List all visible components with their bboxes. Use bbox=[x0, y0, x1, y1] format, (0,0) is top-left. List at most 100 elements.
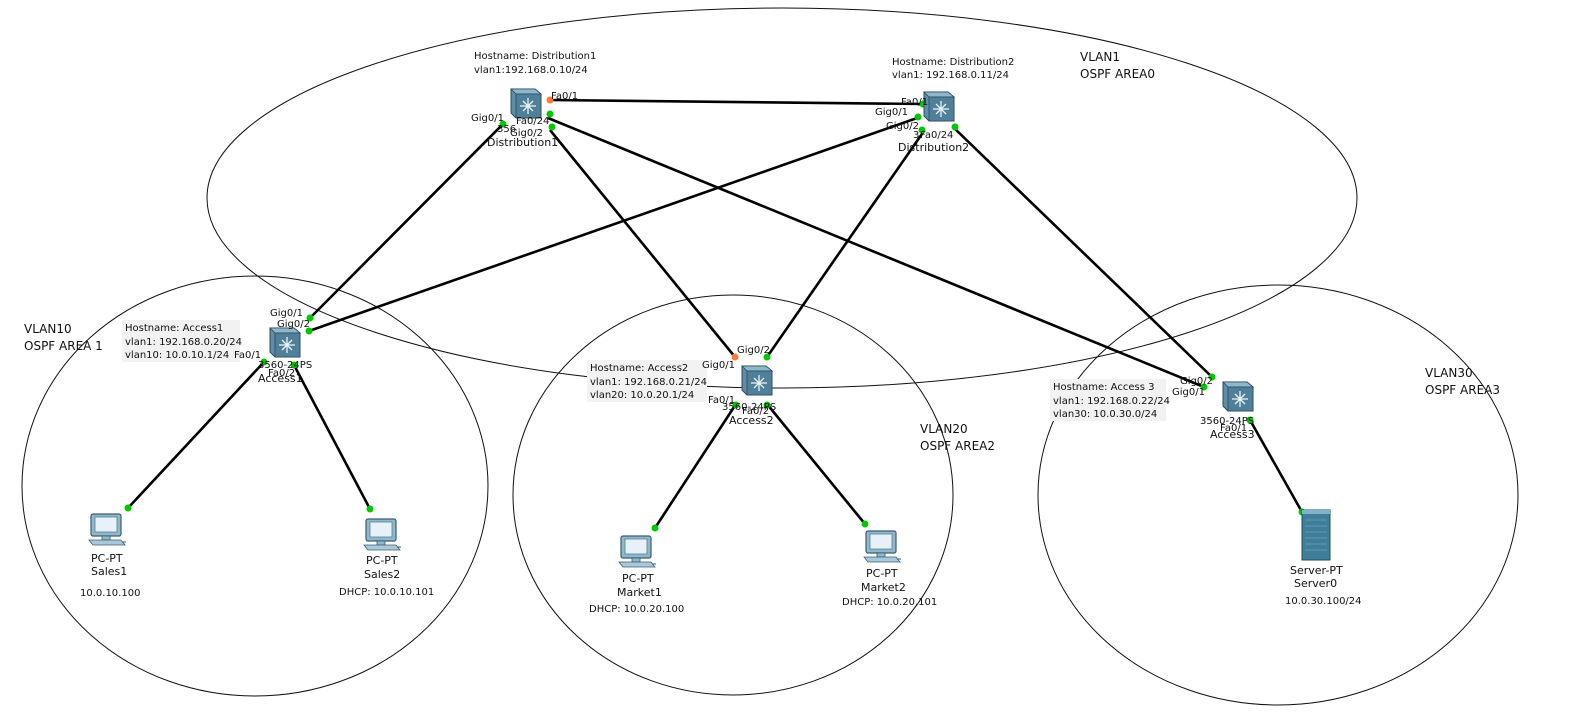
zone-vlan10-label: VLAN10 bbox=[24, 322, 72, 336]
switch-access3[interactable]: Hostname: Access 3 vlan1: 192.168.0.22/2… bbox=[1050, 379, 1255, 441]
multilayer-switch-icon[interactable] bbox=[741, 365, 773, 396]
link-d1-fa01-d2-fa01[interactable] bbox=[549, 98, 924, 106]
server-icon[interactable] bbox=[1301, 509, 1331, 561]
zone-vlan1-label: VLAN1 bbox=[1080, 50, 1120, 64]
link-d1-fa024-a3-gig01[interactable] bbox=[547, 116, 1205, 389]
port-led-up bbox=[499, 120, 507, 128]
port-label: Gig0/1 bbox=[270, 308, 303, 319]
port-led-up bbox=[290, 361, 298, 369]
link-a1-fa02-sales2[interactable] bbox=[292, 364, 372, 510]
info-box-background bbox=[587, 360, 707, 402]
multilayer-switch-icon[interactable] bbox=[269, 327, 301, 358]
pc-icon[interactable] bbox=[88, 513, 127, 546]
info-line: vlan30: 10.0.30.0/24 bbox=[1053, 409, 1157, 420]
device-address: DHCP: 10.0.20.101 bbox=[842, 597, 937, 608]
port-labels: Fa0/1 Gig0/1 Fa0/24 Gig0/2 Fa0/1 Gig0/1 … bbox=[234, 91, 1247, 434]
device-name: Access1 bbox=[258, 372, 303, 385]
info-line: vlan1: 192.168.0.20/24 bbox=[125, 337, 242, 348]
device-type: PC-PT bbox=[866, 567, 898, 580]
multilayer-switch-icon[interactable] bbox=[923, 91, 955, 122]
port-led-up bbox=[732, 401, 740, 409]
port-led-up bbox=[546, 110, 554, 118]
port-led-up bbox=[763, 401, 771, 409]
port-label: Gig0/1 bbox=[875, 107, 908, 118]
device-name: Access3 bbox=[1210, 428, 1255, 441]
port-led-up bbox=[918, 126, 926, 134]
port-label: Fa0/1 bbox=[234, 350, 261, 361]
link-a3-fa01-server0[interactable] bbox=[1248, 419, 1304, 513]
link-a2-fa01-market1[interactable] bbox=[653, 403, 738, 529]
device-address: DHCP: 10.0.10.101 bbox=[339, 587, 434, 598]
info-line: vlan20: 10.0.20.1/24 bbox=[590, 390, 694, 401]
device-model: 356 bbox=[497, 124, 516, 135]
device-type: PC-PT bbox=[91, 552, 123, 565]
port-led-up bbox=[651, 524, 659, 532]
device-model: 3560-24PS bbox=[1200, 416, 1254, 427]
port-led-up bbox=[548, 123, 556, 131]
switch-distribution1[interactable]: Hostname: Distribution1 vlan1:192.168.0.… bbox=[474, 51, 596, 149]
switch-access1[interactable]: Hostname: Access1 vlan1: 192.168.0.20/24… bbox=[122, 320, 312, 385]
port-led-up bbox=[366, 505, 374, 513]
port-led-up bbox=[951, 123, 959, 131]
multilayer-switch-icon[interactable] bbox=[1222, 381, 1254, 412]
info-line: vlan1: 192.168.0.22/24 bbox=[1053, 396, 1170, 407]
zone-vlan30-area: OSPF AREA3 bbox=[1425, 383, 1500, 397]
device-name: Sales1 bbox=[91, 565, 127, 578]
pc-icon[interactable] bbox=[363, 518, 402, 551]
link-d1-gig02-a2-gig01[interactable] bbox=[548, 129, 737, 358]
zone-vlan10-area: OSPF AREA 1 bbox=[24, 339, 103, 353]
port-led-up bbox=[124, 504, 132, 512]
pc-icon[interactable] bbox=[863, 530, 902, 563]
link-a1-fa01-sales1[interactable] bbox=[127, 361, 265, 509]
port-label: Fa0/1 bbox=[1220, 423, 1247, 434]
pc-sales1[interactable]: PC-PT Sales1 10.0.10.100 bbox=[80, 513, 140, 599]
link-a2-fa02-market2[interactable] bbox=[765, 403, 867, 525]
port-label: Fa0/2 bbox=[742, 406, 769, 417]
link-d2-gig02-a2-gig02[interactable] bbox=[765, 130, 926, 358]
zone-vlan20-label: VLAN20 bbox=[920, 422, 968, 436]
pc-sales2[interactable]: PC-PT Sales2 DHCP: 10.0.10.101 bbox=[339, 518, 434, 598]
port-label: Fa0/1 bbox=[708, 395, 735, 406]
info-line: vlan1: 192.168.0.21/24 bbox=[590, 377, 707, 388]
device-address: 10.0.30.100/24 bbox=[1285, 596, 1362, 607]
link-d2-gig01-a1-gig02[interactable] bbox=[308, 115, 921, 333]
port-led-up bbox=[763, 353, 771, 361]
port-led-up bbox=[914, 113, 922, 121]
port-label: Gig0/2 bbox=[277, 319, 310, 330]
vlan30-area3-region bbox=[1037, 284, 1519, 706]
port-status-dots bbox=[124, 96, 1306, 532]
port-led-up bbox=[1200, 383, 1208, 391]
device-name: Distribution1 bbox=[487, 136, 558, 149]
port-led-up bbox=[1208, 373, 1216, 381]
device-type: Server-PT bbox=[1290, 564, 1343, 577]
vlan10-area1-region bbox=[21, 275, 489, 697]
link-d1-gig01-a1-gig01[interactable] bbox=[309, 123, 504, 319]
port-label: Gig0/2 bbox=[510, 128, 543, 139]
device-address: 10.0.10.100 bbox=[80, 588, 140, 599]
links bbox=[127, 98, 1304, 529]
switch-distribution2[interactable]: Hostname: Distribution2 vlan1: 192.168.0… bbox=[892, 57, 1014, 154]
port-label: Gig0/1 bbox=[471, 113, 504, 124]
port-led-up bbox=[260, 358, 268, 366]
pc-market2[interactable]: PC-PT Market2 DHCP: 10.0.20.101 bbox=[842, 530, 937, 608]
device-type: PC-PT bbox=[622, 572, 654, 585]
pc-market1[interactable]: PC-PT Market1 DHCP: 10.0.20.100 bbox=[589, 535, 684, 615]
pc-icon[interactable] bbox=[618, 535, 657, 568]
port-label: Fa0/24 bbox=[920, 130, 953, 141]
info-line: Hostname: Access2 bbox=[590, 363, 688, 374]
multilayer-switch-icon[interactable] bbox=[510, 88, 542, 119]
info-line: Hostname: Distribution2 bbox=[892, 57, 1014, 68]
server-server0[interactable]: Server-PT Server0 10.0.30.100/24 bbox=[1285, 509, 1362, 607]
switch-access2[interactable]: Hostname: Access2 vlan1: 192.168.0.21/24… bbox=[587, 360, 776, 427]
info-box-background bbox=[122, 320, 240, 362]
vlan1-area0-region bbox=[206, 7, 1358, 389]
link-d2-fa024-a3-gig02[interactable] bbox=[952, 126, 1213, 378]
port-label: Fa0/1 bbox=[551, 91, 578, 102]
port-led-down bbox=[731, 353, 739, 361]
device-name: Distribution2 bbox=[898, 141, 969, 154]
vlan20-area2-region bbox=[512, 294, 954, 696]
port-label: Gig0/2 bbox=[886, 121, 919, 132]
device-address: DHCP: 10.0.20.100 bbox=[589, 604, 684, 615]
device-model: 3 bbox=[913, 130, 919, 141]
